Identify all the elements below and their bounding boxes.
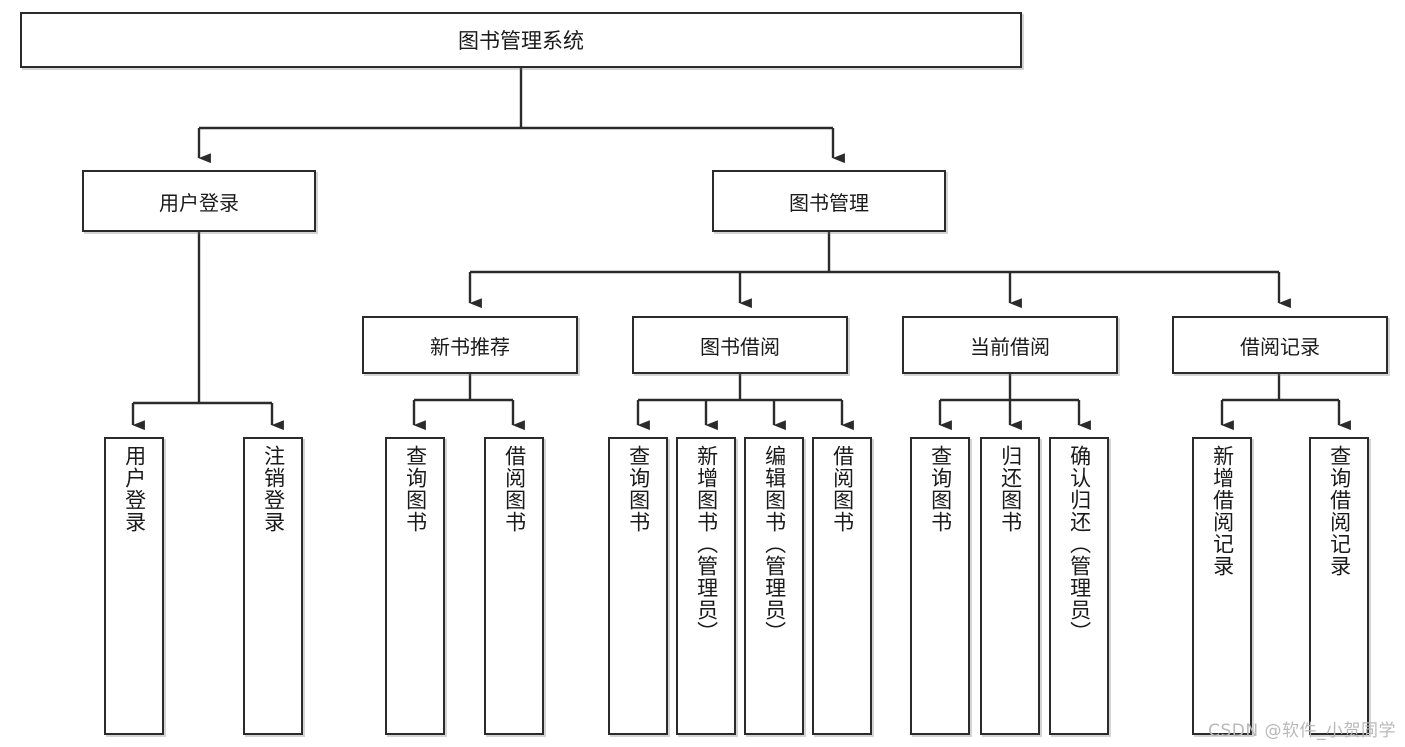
node-leaf-query-book-1-label: 查询图书 [403,445,428,533]
node-user-login[interactable]: 用户登录 [82,170,316,232]
csdn-watermark: CSDN @软件_小贺同学 [1208,721,1396,741]
node-leaf-add-record[interactable]: 新增借阅记录 [1192,437,1252,735]
node-root[interactable]: 图书管理系统 [20,12,1022,68]
node-leaf-query-record-label: 查询借阅记录 [1327,445,1352,577]
node-leaf-confirm-return[interactable]: 确认归还（管理员） [1049,437,1109,735]
node-current-borrow[interactable]: 当前借阅 [902,316,1118,374]
node-leaf-edit-book-label: 编辑图书（管理员） [762,445,787,643]
node-leaf-add-book[interactable]: 新增图书（管理员） [676,437,736,735]
node-book-manage-label: 图书管理 [789,190,869,215]
node-root-label: 图书管理系统 [458,29,584,53]
node-leaf-user-logout[interactable]: 注销登录 [243,437,303,735]
node-leaf-edit-book[interactable]: 编辑图书（管理员） [744,437,804,735]
node-leaf-return-book-label: 归还图书 [998,445,1023,533]
node-new-book-rec-label: 新书推荐 [430,334,510,359]
node-borrow-record-label: 借阅记录 [1240,334,1320,359]
node-leaf-return-book[interactable]: 归还图书 [980,437,1040,735]
node-leaf-query-book-2-label: 查询图书 [626,445,651,533]
node-leaf-query-book-2[interactable]: 查询图书 [608,437,668,735]
node-leaf-confirm-return-label: 确认归还（管理员） [1067,445,1092,643]
node-borrow-record[interactable]: 借阅记录 [1172,316,1388,374]
node-leaf-user-logout-label: 注销登录 [261,445,286,533]
node-leaf-add-book-label: 新增图书（管理员） [694,445,719,643]
node-book-manage[interactable]: 图书管理 [712,170,946,232]
node-current-borrow-label: 当前借阅 [970,334,1050,359]
node-leaf-borrow-book-1[interactable]: 借阅图书 [484,437,544,735]
node-leaf-user-login[interactable]: 用户登录 [104,437,164,735]
node-leaf-add-record-label: 新增借阅记录 [1210,445,1235,577]
node-leaf-user-login-label: 用户登录 [122,445,147,533]
node-book-borrow[interactable]: 图书借阅 [632,316,848,374]
node-leaf-query-book-1[interactable]: 查询图书 [385,437,445,735]
node-leaf-query-record[interactable]: 查询借阅记录 [1309,437,1369,735]
node-leaf-borrow-book-2[interactable]: 借阅图书 [812,437,872,735]
node-leaf-query-book-3[interactable]: 查询图书 [910,437,970,735]
node-leaf-borrow-book-1-label: 借阅图书 [502,445,527,533]
node-leaf-query-book-3-label: 查询图书 [928,445,953,533]
node-book-borrow-label: 图书借阅 [700,334,780,359]
node-user-login-label: 用户登录 [159,190,239,215]
node-new-book-rec[interactable]: 新书推荐 [362,316,578,374]
node-leaf-borrow-book-2-label: 借阅图书 [830,445,855,533]
